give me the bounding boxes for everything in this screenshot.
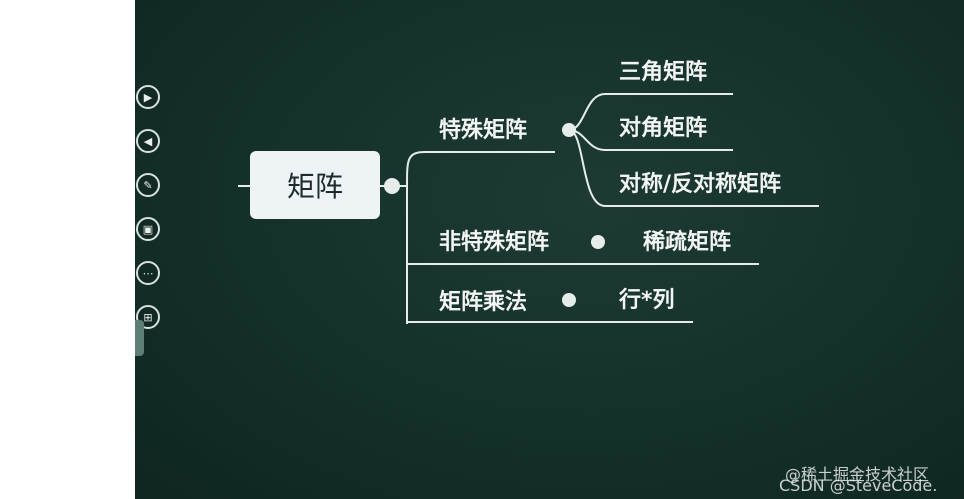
more-options-button[interactable]: ⋯ [136,261,160,285]
next-slide-button[interactable]: ▶ [136,85,160,109]
pen-tool-button[interactable]: ✎ [136,173,160,197]
previous-slide-button[interactable]: ◀ [136,129,160,153]
monitor-icon: ⊞ [143,310,153,324]
branch-special[interactable]: 特殊矩阵 [439,118,528,143]
branch-nonspecial[interactable]: 非特殊矩阵 [439,230,550,255]
branch-line-special [406,151,555,187]
child-sparse[interactable]: 稀疏矩阵 [643,230,732,255]
branch-multiply[interactable]: 矩阵乘法 [439,290,528,315]
watermark-csdn: CSDN @SteveCode. [779,476,938,495]
play-left-icon: ◀ [143,134,153,148]
screen-tool-button[interactable]: ▣ [136,217,160,241]
more-icon: ⋯ [142,266,154,280]
play-right-icon: ▶ [143,90,153,104]
special-collapse-dot[interactable] [562,123,576,137]
child-rowcol[interactable]: 行*列 [619,288,675,313]
watermark-juejin: @稀土掘金技术社区 [785,465,930,484]
root-node-label: 矩阵 [286,170,343,203]
child-triangular[interactable]: 三角矩阵 [619,60,708,85]
screen-icon: ▣ [142,222,154,236]
mindmap-connectors [238,93,819,324]
root-node[interactable]: 矩阵 [250,151,380,219]
toolbar-collapse-handle[interactable] [135,320,144,356]
presentation-toolbar: ▶ ◀ ✎ ▣ ⋯ ⊞ [135,80,165,360]
nonspecial-collapse-dot[interactable] [591,235,605,249]
child-diagonal[interactable]: 对角矩阵 [619,116,708,141]
multiply-collapse-dot[interactable] [562,293,576,307]
root-collapse-dot[interactable] [384,178,400,194]
pen-icon: ✎ [143,178,153,192]
child-symmetric[interactable]: 对称/反对称矩阵 [619,172,782,197]
blackboard-screen: ▶ ◀ ✎ ▣ ⋯ ⊞ [135,0,964,499]
